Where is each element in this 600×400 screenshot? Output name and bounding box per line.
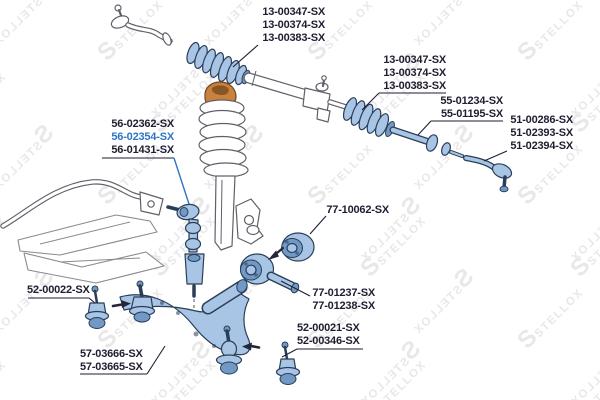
label-rack-boot-right: 13-00347-SX 13-00374-SX 13-00383-SX <box>383 54 446 93</box>
watermark-logo: SSTELLOX <box>0 335 6 400</box>
round-bushing-part <box>281 232 315 262</box>
part-number: 77-01237-SX <box>312 287 375 299</box>
arrow-down-left-icon <box>268 250 279 260</box>
control-arm-part <box>119 279 251 375</box>
watermark-logo: SSTELLOX <box>0 47 6 123</box>
label-rack-boot-top: 13-00347-SX 13-00374-SX 13-00383-SX <box>262 6 325 45</box>
part-number: 13-00347-SX <box>262 6 325 18</box>
part-number-highlighted: 56-02354-SX <box>111 131 174 143</box>
label-ball-joint-center: 52-00021-SX 52-00346-SX <box>297 322 360 348</box>
highlight-leader-line <box>173 157 190 205</box>
part-number: 52-00346-SX <box>297 335 360 347</box>
rack-boot-left-part <box>186 41 251 86</box>
arrow-right-icon <box>121 300 131 308</box>
part-number: 52-00022-SX <box>27 284 90 296</box>
label-arm-bushing: 77-01237-SX 77-01238-SX <box>312 287 375 313</box>
label-ball-joint-left: 52-00022-SX <box>27 284 90 297</box>
ball-joint-left-part <box>84 285 110 329</box>
tie-rod-end-right-part <box>463 155 513 193</box>
rack-boot-right-part <box>342 97 395 138</box>
part-number: 51-00286-SX <box>510 114 573 126</box>
steering-rack-assembly <box>110 4 513 193</box>
direction-arrows <box>111 246 285 351</box>
part-number: 52-00021-SX <box>297 322 360 334</box>
part-number: 51-02394-SX <box>510 140 573 152</box>
watermark-logo: SSTELLOX <box>0 191 6 267</box>
label-round-bushing: 77-10062-SX <box>326 204 389 217</box>
label-stabilizer-link: 56-02362-SX 56-02354-SX 56-01431-SX <box>111 118 174 157</box>
arrow-left-icon <box>242 342 252 351</box>
label-control-arm: 57-03666-SX 57-03665-SX <box>80 348 143 374</box>
part-number: 13-00383-SX <box>262 32 325 44</box>
part-number: 77-01238-SX <box>312 300 375 312</box>
strut-assembly <box>198 81 264 251</box>
label-tie-rod-end: 51-00286-SX 51-02393-SX 51-02394-SX <box>510 114 573 153</box>
part-number: 55-01234-SX <box>440 95 503 107</box>
ball-joint-center-part <box>275 341 301 385</box>
part-number: 51-02393-SX <box>510 127 573 139</box>
part-number: 57-03666-SX <box>80 348 143 360</box>
part-number: 56-01431-SX <box>111 144 174 156</box>
part-number: 57-03665-SX <box>80 361 143 373</box>
part-number: 55-01195-SX <box>440 108 503 120</box>
part-number: 13-00383-SX <box>383 80 446 92</box>
inner-tie-rod-part <box>389 126 464 158</box>
part-number: 13-00374-SX <box>262 19 325 31</box>
stabilizer-bar <box>0 179 164 229</box>
stabilizer-link-part <box>166 203 205 318</box>
part-number: 77-10062-SX <box>326 204 389 216</box>
part-number: 13-00347-SX <box>383 54 446 66</box>
leader-lines <box>28 44 508 375</box>
part-number: 56-02362-SX <box>111 118 174 130</box>
subframe <box>17 214 165 284</box>
part-number: 13-00374-SX <box>383 67 446 79</box>
label-inner-tie-rod: 55-01234-SX 55-01195-SX <box>440 95 503 121</box>
